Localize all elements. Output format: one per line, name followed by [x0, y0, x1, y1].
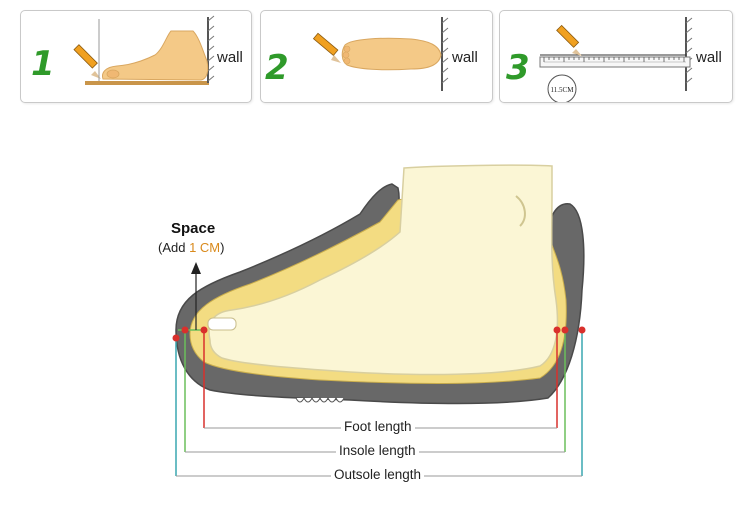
- ankle-curve: [515, 195, 526, 227]
- measure-badge: [547, 74, 577, 102]
- wall-label: wall: [696, 49, 722, 66]
- insole-heel-marker: [561, 326, 569, 334]
- outsole-toe-marker: [172, 334, 180, 342]
- ruler-icon: [539, 54, 691, 68]
- toenail: [207, 317, 237, 331]
- outsole-length-label: Outsole length: [331, 467, 425, 482]
- foot-icon: [341, 37, 442, 71]
- wall-icon: [207, 15, 215, 83]
- step-number: 1: [31, 44, 55, 84]
- foot-icon: [208, 164, 559, 376]
- step-2-panel: 2 wall: [260, 10, 493, 103]
- space-title: Space: [171, 220, 216, 237]
- sole-grooves: [295, 396, 345, 403]
- space-sub-prefix: (Add: [158, 240, 190, 255]
- space-sub-accent: 1 CM: [189, 240, 221, 255]
- step-2-illustration: [312, 17, 449, 91]
- foot-heel-marker: [553, 326, 561, 334]
- step-1-illustration: [73, 15, 215, 85]
- step-3-illustration: 11.5CM: [539, 17, 693, 102]
- step-1-panel: 1 wall: [20, 10, 252, 103]
- step-number: 3: [506, 48, 530, 88]
- pencil-icon: [312, 32, 341, 63]
- step-number: 2: [265, 48, 289, 88]
- wall-icon: [441, 17, 449, 91]
- floor-board: [85, 81, 209, 85]
- pencil-icon: [556, 24, 582, 56]
- insole-toe-marker: [181, 326, 189, 334]
- foot-icon: [102, 30, 209, 81]
- foot-length-label: Foot length: [341, 419, 415, 434]
- pencil-icon: [73, 19, 101, 81]
- arrow-up-icon: [191, 262, 201, 274]
- space-subtitle: (Add 1 CM): [158, 240, 224, 255]
- step-3-panel: 11.5CM 3 wall: [499, 10, 733, 103]
- outsole-heel-marker: [578, 326, 586, 334]
- wall-label: wall: [217, 49, 243, 66]
- space-sub-suffix: ): [220, 240, 225, 255]
- wall-label: wall: [452, 49, 478, 66]
- insole-length-label: Insole length: [336, 443, 419, 458]
- measure-label: 11.5CM: [551, 86, 575, 94]
- foot-toe-marker: [200, 326, 208, 334]
